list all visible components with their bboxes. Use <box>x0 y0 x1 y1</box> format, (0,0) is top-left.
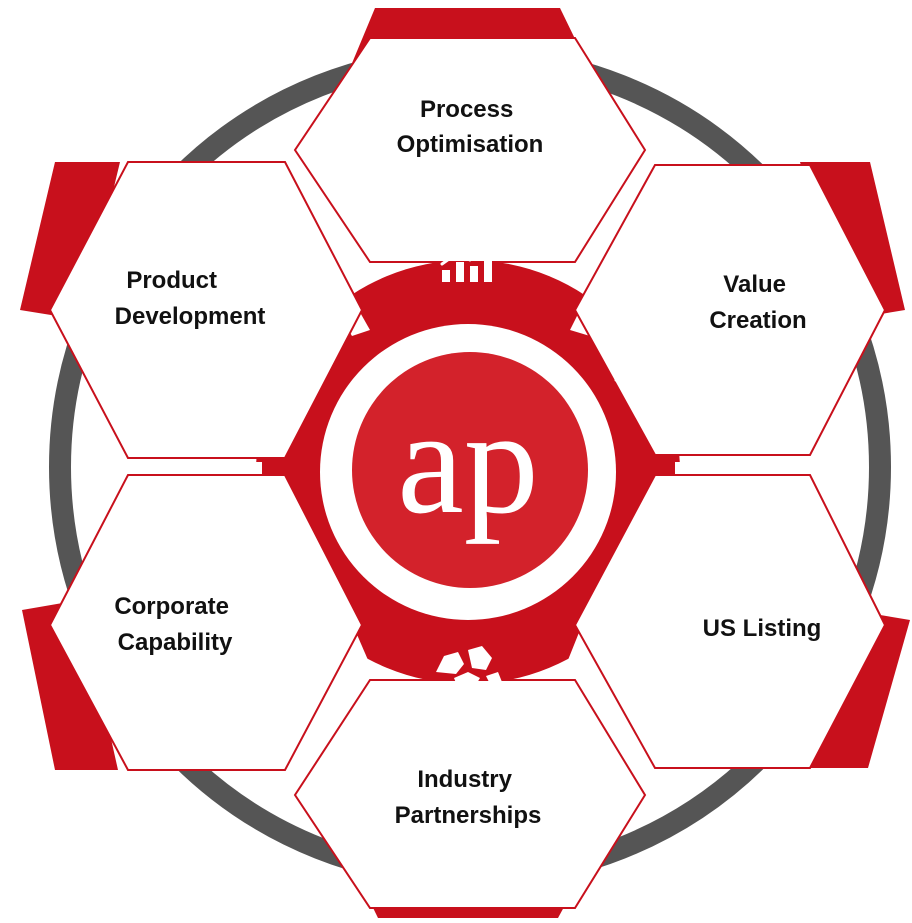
hex-process-optimisation <box>293 37 647 263</box>
presentation-chart-icon <box>614 346 670 382</box>
dollar-icon: $ <box>622 561 646 610</box>
hexagons <box>48 37 887 909</box>
label-product-development: Product Development <box>115 267 266 330</box>
hex-value-creation <box>573 164 887 456</box>
label-value-creation: Value Creation <box>709 271 806 334</box>
label-us-listing: US Listing <box>703 615 822 642</box>
rocks-icon <box>436 646 502 688</box>
hex-industry-partnerships <box>293 679 647 909</box>
tab-product-development <box>20 162 120 320</box>
tab-corporate-capability <box>22 600 118 770</box>
logo-text: ap <box>397 379 539 545</box>
team-icon <box>266 558 318 602</box>
logo-circle <box>352 352 588 588</box>
label-industry-partnerships: Industry Partnerships <box>395 766 542 829</box>
svg-text:$: $ <box>622 561 646 610</box>
growth-chart-icon <box>440 240 494 282</box>
label-corporate-capability: Corporate Capability <box>114 593 235 656</box>
label-process-optimisation: Process Optimisation <box>397 96 544 158</box>
hex-corporate-capability <box>48 474 364 771</box>
hex-us-listing <box>573 474 887 769</box>
globe-icon <box>264 341 320 397</box>
